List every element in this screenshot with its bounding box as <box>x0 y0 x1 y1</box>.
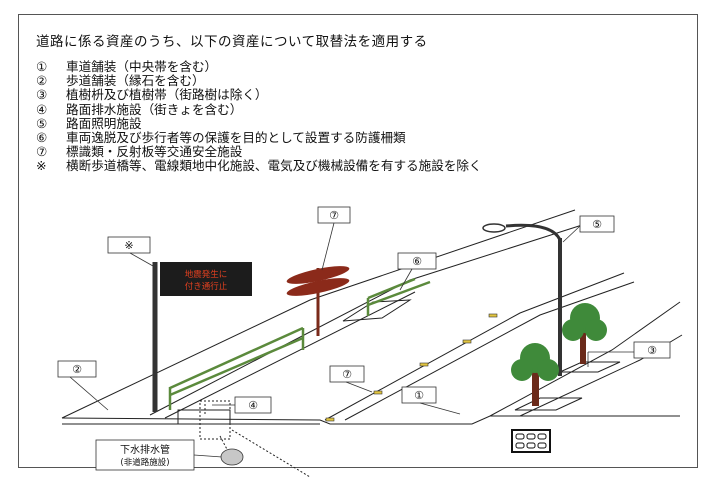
reflector <box>325 417 335 422</box>
list-item: ③ 植樹枡及び植樹帯（街路樹は除く） <box>36 88 482 102</box>
callout-7-top: ⑦ <box>329 209 339 222</box>
list-marker: ④ <box>36 101 48 117</box>
list-text: 車両逸脱及び歩行者等の保護を目的として設置する防護柵類 <box>66 130 406 146</box>
sidewalk-front <box>61 415 680 425</box>
list-text: 標識類・反射板等交通安全施設 <box>66 144 243 160</box>
list-text: 路面照明施設 <box>66 115 142 131</box>
callout-1: ① <box>414 389 424 402</box>
callout-2: ② <box>72 363 82 376</box>
sewer-label-1: 下水排水管 <box>120 443 170 456</box>
list-text: 横断歩道橋等、電線類地中化施設、電気及び機械設備を有する施設を除く <box>66 158 482 174</box>
sidewalk-left-edge <box>61 209 576 419</box>
reflector <box>462 339 472 344</box>
tree-icon <box>562 303 607 364</box>
callout-3: ③ <box>647 344 657 357</box>
list-item: ④ 路面排水施設（街きょを含む） <box>36 101 482 117</box>
planting-box-2 <box>559 361 621 373</box>
list-text: 路面排水施設（街きょを含む） <box>66 101 243 117</box>
callout-exclusion: ※ <box>124 239 133 252</box>
list-marker: ① <box>36 59 48 74</box>
sign-text-1: 地震発生に <box>185 269 228 280</box>
list-text: 歩道舗装（縁石を含む） <box>66 73 205 89</box>
list-item: ② 歩道舗装（縁石を含む） <box>36 74 482 88</box>
list-text: 植樹枡及び植樹帯（街路樹は除く） <box>66 87 268 103</box>
planting-box <box>514 397 583 411</box>
sewer-pipe-1 <box>231 429 311 478</box>
list-marker: ⑥ <box>36 130 48 146</box>
list-item: ⑦ 標識類・反射板等交通安全施設 <box>36 145 482 159</box>
list-item: ⑤ 路面照明施設 <box>36 115 482 131</box>
roadway-edge <box>164 291 416 419</box>
reflector <box>488 313 498 318</box>
list-marker: ※ <box>36 158 47 174</box>
callout-6: ⑥ <box>412 255 422 268</box>
sign-text-2: 付き通行止 <box>185 281 228 292</box>
tree-icon <box>511 343 559 406</box>
sewer-label: 下水排水管 (非道路施設) <box>95 439 244 471</box>
list-marker: ③ <box>36 87 48 103</box>
diagram-heading: 道路に係る資産のうち、以下の資産について取替法を適用する <box>36 34 428 50</box>
direction-sign-icon <box>286 266 350 336</box>
list-text: 車道舗装（中央帯を含む） <box>66 59 218 74</box>
median-right <box>344 281 635 421</box>
list-marker: ⑦ <box>36 144 48 160</box>
median-left <box>324 272 625 421</box>
list-marker: ② <box>36 73 48 89</box>
figure-frame <box>18 14 698 468</box>
list-marker: ⑤ <box>36 115 48 131</box>
catch-basin <box>199 400 231 440</box>
sewer-label-2: (非道路施設) <box>120 457 169 468</box>
road-right-edge <box>489 301 681 417</box>
list-item: ⑥ 車両逸脱及び歩行者等の保護を目的として設置する防護柵類 <box>36 130 482 146</box>
drain-box <box>177 409 231 425</box>
grate-icon <box>511 429 551 453</box>
asset-list: ① 車道舗装（中央帯を含む） ② 歩道舗装（縁石を含む） ③ 植樹枡及び植樹帯（街路樹… <box>36 59 482 174</box>
callout-5: ⑤ <box>592 218 602 231</box>
median-fence <box>366 277 431 316</box>
street-light-icon <box>482 223 562 376</box>
list-item: ※ 横断歩道橋等、電線類地中化施設、電気及び機械設備を有する施設を除く <box>36 159 482 173</box>
callout-4: ④ <box>248 399 258 412</box>
message-sign: 地震発生に 付き通行止 <box>152 262 252 412</box>
callout-7-bottom: ⑦ <box>342 368 352 381</box>
reflector <box>419 362 429 367</box>
reflector <box>373 390 383 395</box>
list-item: ① 車道舗装（中央帯を含む） <box>36 59 482 74</box>
fence-base-slab <box>342 299 412 322</box>
guard-fence <box>168 326 305 410</box>
